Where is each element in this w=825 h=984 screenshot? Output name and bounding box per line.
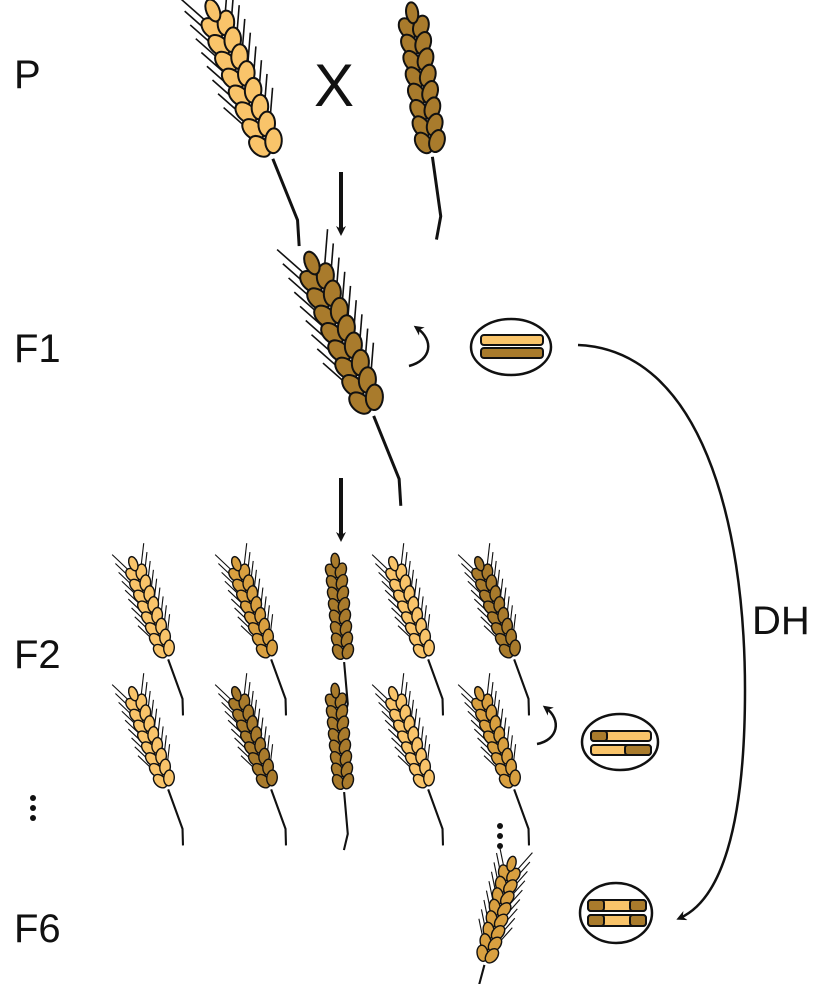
wheat-ear-dark-icon xyxy=(393,0,462,241)
dh-arrow xyxy=(578,345,745,918)
cross-symbol: X xyxy=(314,52,354,119)
generation-ellipsis-left xyxy=(30,795,36,821)
self-pollination-arrow-f2-icon xyxy=(537,708,556,744)
generation-label-p: P xyxy=(14,53,41,97)
chromosome-pair-f6-icon xyxy=(580,883,652,943)
chromosome-pair-f2-icon xyxy=(582,714,658,770)
wheat-ear-f2-icon xyxy=(458,543,550,719)
wheat-ear-f1-icon xyxy=(277,229,434,513)
wheat-ear-f2-icon xyxy=(215,543,307,719)
wheat-ear-f2-icon xyxy=(112,543,204,719)
wheat-ear-light-icon xyxy=(179,0,331,253)
generation-label-f1: F1 xyxy=(14,327,61,371)
wheat-ear-f6-icon xyxy=(452,844,532,984)
wheat-ear-f2-icon xyxy=(322,682,362,851)
f2-population xyxy=(112,543,550,851)
wheat-ear-f2-icon xyxy=(112,673,204,849)
generation-label-f2: F2 xyxy=(14,633,61,677)
dh-label: DH xyxy=(752,599,810,643)
generation-ellipsis-lineage xyxy=(497,823,503,849)
wheat-ear-f2-icon xyxy=(372,673,464,849)
generation-label-f6: F6 xyxy=(14,907,61,951)
chromosome-pair-f1-icon xyxy=(471,319,551,375)
wheat-ear-f2-icon xyxy=(458,673,550,849)
wheat-ear-f2-icon xyxy=(372,543,464,719)
self-pollination-arrow-icon xyxy=(409,328,428,366)
wheat-ear-f2-icon xyxy=(215,673,307,849)
